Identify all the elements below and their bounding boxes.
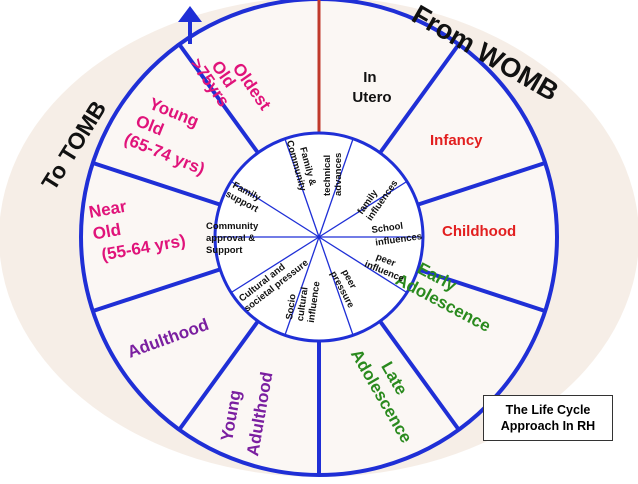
caption-line: Approach In RH [500,419,596,433]
inner-label-community-approval: Community approval & Support [206,221,261,256]
inner-label-technical-advances: technical advances [322,152,344,196]
inner-spokes [215,138,423,336]
caption-line: The Life Cycle [505,403,591,417]
label-infancy: Infancy [430,132,483,149]
caption-box: The Life Cycle Approach In RH [483,395,613,441]
label-in-utero: In Utero [352,69,391,106]
label-childhood: Childhood [442,223,516,240]
arrowhead-icon [178,6,202,22]
